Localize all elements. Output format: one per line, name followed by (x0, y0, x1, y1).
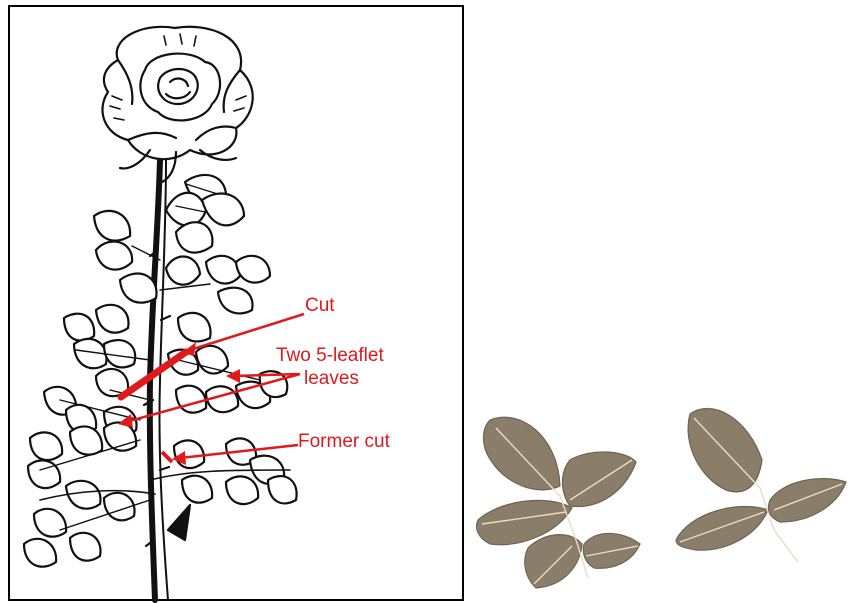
two-leaflet-label-line2: leaves (304, 368, 359, 389)
two-leaflet-label-line1: Two 5-leaflet (276, 345, 384, 366)
three-leaflet-leaf-photo (676, 409, 846, 562)
cut-label: Cut (305, 295, 335, 316)
five-leaflet-leaf-photo (477, 417, 641, 588)
former-cut-label: Former cut (298, 431, 391, 452)
